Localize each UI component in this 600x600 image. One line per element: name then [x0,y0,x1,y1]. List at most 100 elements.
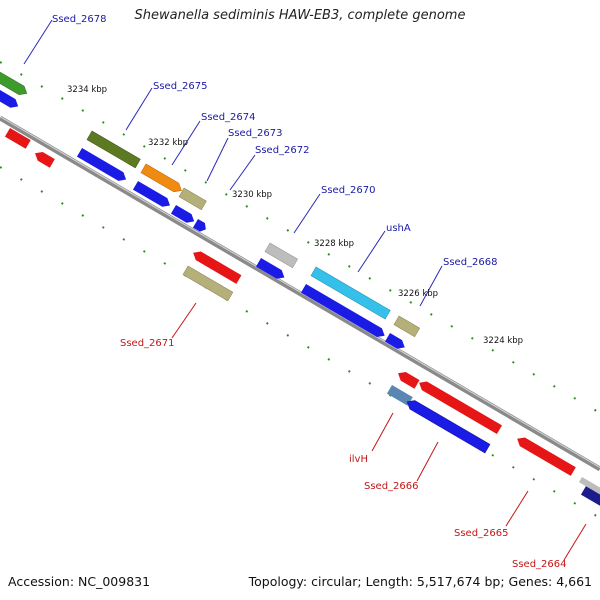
scale-track-upper [0,61,597,412]
track-dot [450,324,454,328]
gene-label-usha[interactable]: ushA [386,223,411,234]
track-dot [40,190,44,193]
gene-label-ssed-2666[interactable]: Ssed_2666 [364,481,419,492]
track-dot [409,301,413,304]
gene-block[interactable] [264,242,298,269]
gene-block[interactable] [170,205,197,226]
gene-block[interactable] [140,163,184,195]
track-dot [245,205,249,208]
gene-block[interactable] [417,378,502,435]
track-dot [163,157,167,160]
scale-tick-label: 3224 kbp [483,336,523,346]
gene-block[interactable] [405,397,491,454]
track-dot [368,277,372,280]
track-dot [573,396,577,400]
track-dot [0,166,3,169]
track-dot [306,241,310,244]
track-dot [593,513,597,517]
track-dot [306,346,310,349]
track-dot [491,453,495,457]
genome-backbone-highlight [0,116,600,468]
gene-label-ssed-2678[interactable]: Ssed_2678 [52,14,107,25]
track-dot [204,181,208,184]
gene-block[interactable] [0,69,21,111]
gene-block[interactable] [4,128,31,149]
gene-features [0,51,600,510]
track-dot [532,477,536,481]
track-dot [532,372,536,376]
gene-block[interactable] [515,434,576,476]
track-dot [245,310,249,313]
track-dot [142,250,146,253]
gene-block[interactable] [310,266,391,320]
gene-block[interactable] [86,130,141,169]
track-dot [0,61,3,64]
scale-tick-label: 3234 kbp [67,85,107,95]
gene-label-ssed-2673[interactable]: Ssed_2673 [228,128,283,139]
track-dot [60,202,64,205]
track-dot [491,348,495,352]
gene-label-ssed-2672[interactable]: Ssed_2672 [255,145,310,156]
gene-block[interactable] [191,248,242,284]
track-dot [19,73,23,76]
gene-block[interactable] [384,333,407,352]
track-dot [142,145,146,148]
scale-tick-label: 3230 kbp [232,190,272,200]
gene-block[interactable] [255,258,287,282]
gene-block[interactable] [76,148,129,184]
gene-label-ssed-2668[interactable]: Ssed_2668 [443,257,498,268]
gene-block[interactable] [192,219,208,234]
track-dot [286,334,290,337]
track-dot [327,358,331,361]
track-dot [552,384,556,388]
track-dot [347,370,351,373]
track-dot [122,238,126,241]
track-dot [81,214,85,217]
gene-label-ilvh[interactable]: ilvH [349,454,368,465]
track-dot [286,229,290,232]
gene-block[interactable] [182,265,234,302]
gene-label-ssed-2671[interactable]: Ssed_2671 [120,338,175,349]
gene-block[interactable] [300,284,387,340]
gene-block[interactable] [178,187,207,211]
gene-block[interactable] [0,51,29,98]
track-dot [511,360,515,364]
track-dot [81,109,85,112]
track-dot [183,169,187,172]
track-dot [163,262,167,265]
track-dot [552,489,556,493]
genome-backbone [0,115,600,472]
scale-tick-label: 3232 kbp [148,138,188,148]
track-dot [593,408,597,412]
track-dot [470,336,474,340]
gene-block[interactable] [396,369,420,389]
gene-label-ssed-2670[interactable]: Ssed_2670 [321,185,376,196]
gene-label-ssed-2674[interactable]: Ssed_2674 [201,112,256,123]
track-dot [122,133,126,136]
track-dot [40,85,44,88]
callout-lines-red [171,302,587,561]
scale-tick-label: 3226 kbp [398,289,438,299]
track-dot [265,217,269,220]
gene-label-ssed-2665[interactable]: Ssed_2665 [454,528,509,539]
gene-block[interactable] [386,385,413,406]
track-dot [101,121,105,124]
track-dot [368,382,372,385]
gene-block[interactable] [578,477,600,498]
gene-block[interactable] [580,486,600,510]
gene-label-ssed-2675[interactable]: Ssed_2675 [153,81,208,92]
gene-block[interactable] [393,315,421,338]
page-title: Shewanella sediminis HAW-EB3, complete g… [134,8,466,23]
scale-tick-label: 3228 kbp [314,239,354,249]
track-dot [511,465,515,469]
track-dot [388,289,392,292]
gene-label-ssed-2664[interactable]: Ssed_2664 [512,559,567,570]
track-dot [224,193,228,196]
callout-lines-blue [23,19,443,307]
gene-block[interactable] [33,149,55,168]
gene-block[interactable] [132,181,173,210]
track-dot [429,312,433,316]
track-dot [60,97,64,100]
track-dot [327,253,331,256]
